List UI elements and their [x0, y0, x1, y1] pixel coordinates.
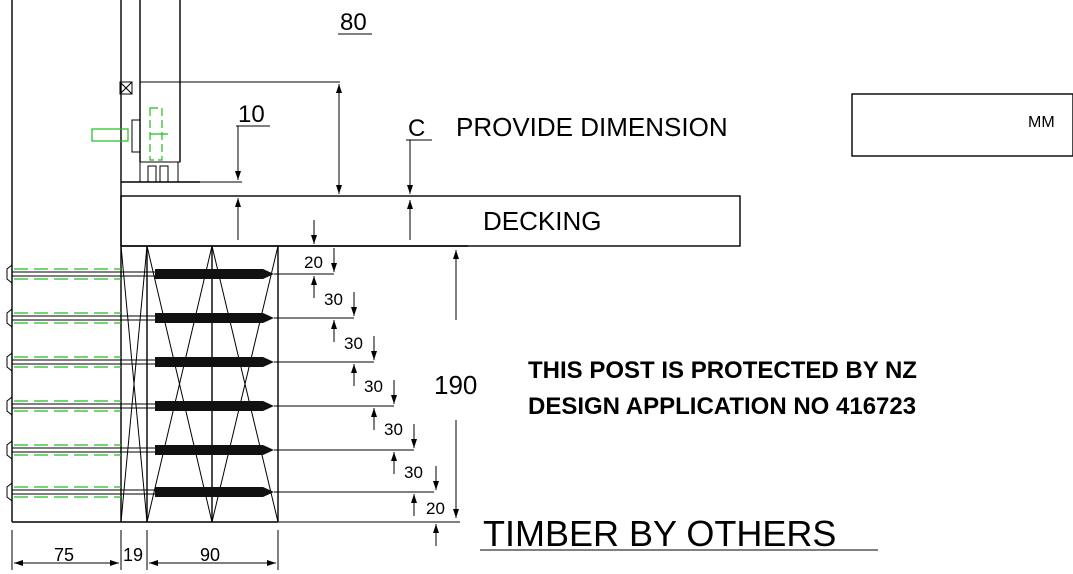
- spacing-step: 30: [404, 424, 423, 516]
- width-90-label: 90: [200, 545, 220, 565]
- screw: [6, 396, 394, 416]
- notice-line-1: THIS POST IS PROTECTED BY NZ: [528, 357, 917, 384]
- dim-10-label: 10: [238, 101, 265, 128]
- timber-by-others-label: TIMBER BY OTHERS: [483, 513, 836, 554]
- notice-line-2: DESIGN APPLICATION NO 416723: [528, 393, 916, 420]
- screw: [6, 352, 374, 372]
- spacing-label: 30: [324, 290, 343, 309]
- spacing-step: 30: [324, 248, 343, 342]
- unit-label: MM: [1028, 114, 1055, 131]
- screw: [6, 308, 354, 328]
- width-19-label: 19: [123, 545, 143, 565]
- spacing-label: 30: [404, 463, 423, 482]
- spacing-step: 30: [344, 292, 363, 386]
- dim-c-label: C: [408, 115, 425, 142]
- spacing-label: 30: [384, 420, 403, 439]
- spacing-label: 20: [426, 499, 445, 518]
- dim-190-label: 190: [434, 370, 477, 400]
- bottom-dimensions: 75 19 90: [11, 530, 279, 570]
- spacing-step: 30: [364, 336, 383, 430]
- decking-label: DECKING: [483, 206, 601, 236]
- spacing-label: 30: [364, 377, 383, 396]
- timber-joist: [120, 245, 468, 523]
- spacing-step: 30: [384, 380, 403, 474]
- screw: [6, 482, 434, 502]
- decking-board: [120, 195, 741, 247]
- spacing-step: 20: [304, 220, 323, 298]
- bracket-fixing: [91, 107, 168, 161]
- baluster-post: [119, 0, 200, 183]
- spacing-step: 20: [426, 466, 445, 546]
- screw-set: [6, 264, 434, 502]
- dim-80-label: 80: [340, 9, 367, 36]
- unit-box: [851, 93, 1073, 157]
- screw: [6, 264, 334, 284]
- provide-dimension-label: PROVIDE DIMENSION: [456, 112, 728, 142]
- width-75-label: 75: [54, 545, 74, 565]
- spacing-label: 30: [344, 334, 363, 353]
- screw: [6, 440, 414, 460]
- spacing-label: 20: [304, 253, 323, 272]
